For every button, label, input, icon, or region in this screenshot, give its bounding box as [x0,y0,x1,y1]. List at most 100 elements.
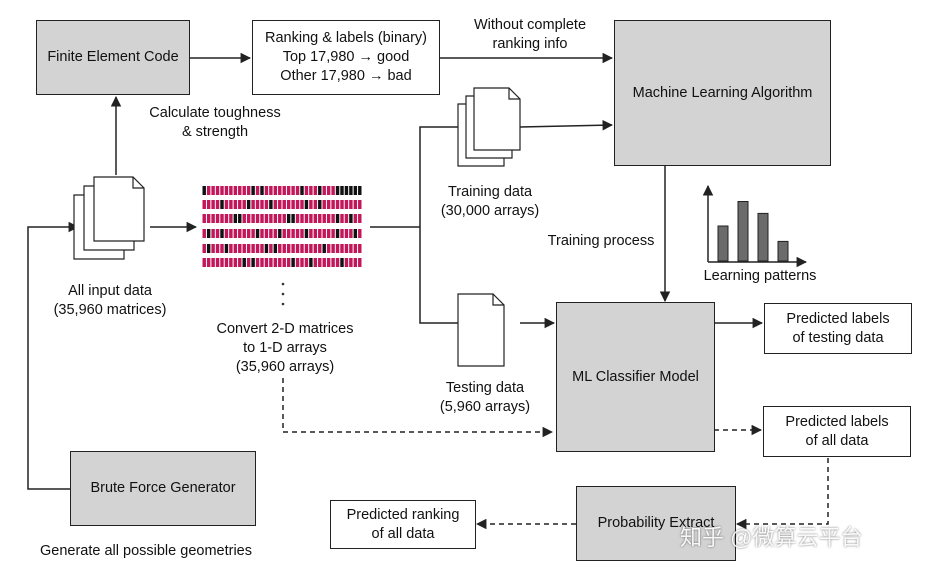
array-cell [255,214,260,223]
array-cell [269,186,273,195]
array-cell [242,229,246,238]
training-process-label: Training process [547,233,655,249]
testing-data-document-icon [457,293,505,367]
connector-brute-force-to-input [27,221,80,490]
array-cell [313,200,318,209]
array-cell [260,229,264,238]
array-cell [238,229,242,238]
array-cell [340,244,344,253]
learning-pattern-bar [717,225,729,262]
array-cell [326,229,331,238]
document-page [473,87,521,151]
array-cell [202,244,206,253]
array-cell [304,214,309,223]
array-cell [229,186,233,195]
array-cell [358,186,362,195]
array-cell [318,229,322,238]
array-cell [278,186,282,195]
array-cell [273,229,278,238]
array-row [202,229,362,238]
array-cell [224,214,229,223]
connector-split-up [419,126,458,227]
array-cell [273,214,278,223]
array-row [202,214,362,223]
array-cell [220,244,224,253]
array-cell [331,258,335,267]
predicted-ranking-box: Predicted ranking of all data [330,500,476,549]
array-cell [291,258,295,267]
array-cell [286,214,291,223]
generate-label: Generate all possible geometries [40,543,252,559]
training-data-label: Training data (30,000 arrays) [440,184,540,219]
array-cell [269,244,273,253]
array-cell [335,214,340,223]
array-cell [291,229,295,238]
array-cell [202,258,206,267]
brute-force-generator-box: Brute Force Generator [70,451,256,526]
array-cell [229,229,233,238]
array-cell [242,200,246,209]
array-cell [255,229,260,238]
array-cell [224,229,229,238]
array-cell [278,200,282,209]
array-cell [349,214,353,223]
array-row [202,200,362,209]
array-cell [246,186,251,195]
array-cell [335,186,340,195]
array-cell [349,200,353,209]
array-cell [220,258,224,267]
array-cell [246,200,251,209]
array-cell [326,200,331,209]
array-cell [313,214,318,223]
array-cell [340,186,344,195]
array-cell [215,214,220,223]
array-cell [264,229,269,238]
array-cell [269,200,273,209]
array-cell [340,200,344,209]
predicted-labels-all-box: Predicted labels of all data [763,406,911,457]
array-cell [233,214,238,223]
array-cell [353,258,358,267]
array-cell [242,214,246,223]
ranking-labels-box: Ranking & labels (binary) Top 17,980 → g… [252,20,440,95]
array-cell [313,186,318,195]
array-cell [313,258,318,267]
array-cell [331,214,335,223]
array-cell [286,229,291,238]
array-cell [304,186,309,195]
array-cell [233,229,238,238]
array-cell [255,244,260,253]
array-cell [313,244,318,253]
array-cell [282,258,286,267]
array-cell [335,258,340,267]
array-cell [202,200,206,209]
array-cell [291,214,295,223]
array-cell [206,229,211,238]
array-cell [286,258,291,267]
array-cell [291,244,295,253]
array-cell [278,258,282,267]
array-cell [224,186,229,195]
array-cell [335,229,340,238]
array-cell [295,186,300,195]
array-cell [264,186,269,195]
array-cell [300,200,304,209]
array-cell [255,186,260,195]
array-cell [246,214,251,223]
array-cell [224,258,229,267]
array-cell [215,229,220,238]
array-cell [206,186,211,195]
array-cell [273,200,278,209]
array-cell [353,186,358,195]
array-cell [358,244,362,253]
array-cell [300,186,304,195]
array-cell [349,258,353,267]
array-cell [331,244,335,253]
array-cell [349,186,353,195]
array-cell [304,258,309,267]
array-cell [202,214,206,223]
array-cell [286,186,291,195]
array-cell [215,258,220,267]
array-cell [251,229,255,238]
